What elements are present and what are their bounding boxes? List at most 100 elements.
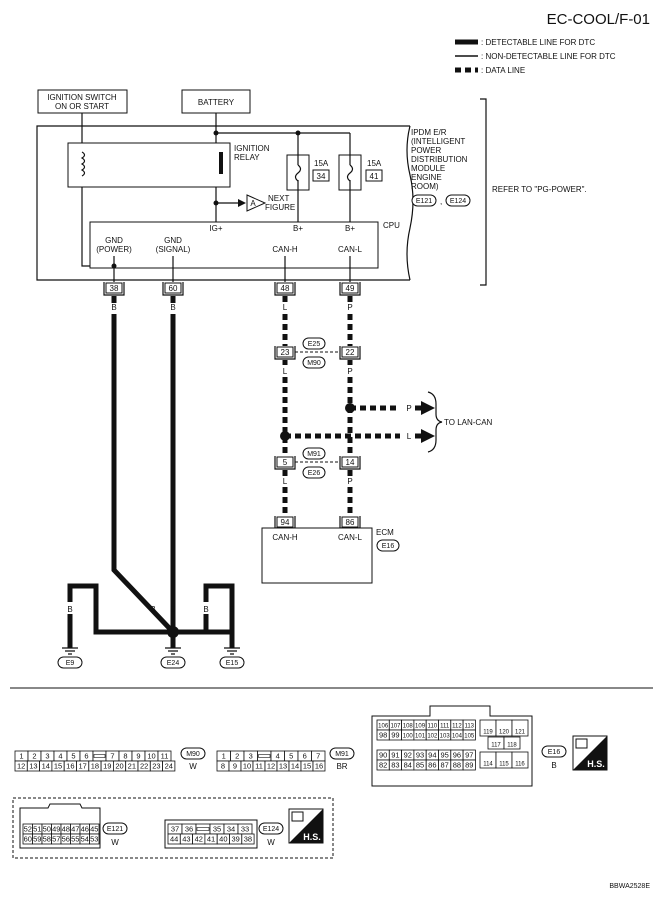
legend-non-detectable-label: : NON-DETECTABLE LINE FOR DTC <box>481 52 616 61</box>
fuse-34-number: 34 <box>317 172 326 181</box>
e121-color: W <box>111 838 119 847</box>
svg-text:48: 48 <box>281 284 290 293</box>
m91-pin-number: 13 <box>279 762 287 771</box>
e124-cavity <box>241 833 255 845</box>
ipdm-name-4: DISTRIBUTION <box>411 155 468 164</box>
m90-pin-number: 12 <box>17 762 25 771</box>
m91-pin-number: 7 <box>316 752 320 761</box>
e124-name-oval <box>258 822 284 835</box>
m90-pin-number: 4 <box>58 752 62 761</box>
e16-pin-number: 100 <box>403 734 414 740</box>
lan-can-brace <box>427 391 443 453</box>
page-title: EC-COOL/F-01 <box>547 11 650 28</box>
e16-cavity <box>462 729 476 741</box>
next-figure-label-2: FIGURE <box>265 203 295 212</box>
fuse-41-amp: 15A <box>367 159 382 168</box>
e16-pin-number: 99 <box>391 731 399 740</box>
conn-e26-oval <box>302 466 326 479</box>
m91-pin-number: 3 <box>249 752 253 761</box>
e16-pin-number: 93 <box>416 751 424 760</box>
e16-pin-number: 82 <box>379 761 387 770</box>
fuse-34-element <box>294 164 302 182</box>
e16-cavity <box>511 751 529 769</box>
lan-can-label: TO LAN-CAN <box>444 418 493 427</box>
gnd-power-label-1: GND <box>105 236 123 245</box>
ipdm-name-2: (INTELLIGENT <box>411 137 465 146</box>
e16-pin-number: 102 <box>427 734 438 740</box>
pin-60: 60 <box>162 282 184 296</box>
e16-pin-number: 120 <box>499 730 510 736</box>
e121-pin-number: 49 <box>52 825 60 834</box>
m91-pin-number: 9 <box>233 762 237 771</box>
m91-name: M91 <box>335 751 349 758</box>
cpu-bplus-1: B+ <box>293 224 303 233</box>
refer-text: REFER TO "PG-POWER". <box>492 185 587 194</box>
e16-pin-number: 117 <box>491 743 501 749</box>
m91-pin-number: 11 <box>255 762 263 771</box>
m91-pin-number: 6 <box>303 752 307 761</box>
e121-pin-number: 58 <box>43 835 51 844</box>
m90-pin-number: 11 <box>161 752 169 761</box>
junction-ground <box>167 626 179 638</box>
e121-name: E121 <box>107 826 123 833</box>
e121-pin-number: 45 <box>90 825 98 834</box>
legend-data-line-label: : DATA LINE <box>481 66 525 75</box>
fuse-34-number-box <box>312 169 330 182</box>
m91-pin-number: 5 <box>289 752 293 761</box>
e16-pin-number: 105 <box>464 734 475 740</box>
ground-e9-label: E9 <box>66 660 75 667</box>
next-figure-letter: A <box>250 199 256 208</box>
pin-48: 48 <box>274 282 296 296</box>
e16-pin-number: 112 <box>452 724 462 730</box>
e16-pin-number: 108 <box>403 724 414 730</box>
e16-cavity <box>462 759 476 771</box>
m90-pin-number: 19 <box>103 762 111 771</box>
e16-pin-number: 116 <box>515 762 525 768</box>
wire-cpu-outputs <box>113 256 351 282</box>
wire-label-22: P <box>347 367 352 376</box>
wire-label-g2a: B <box>150 605 155 614</box>
wire-label-5: L <box>283 477 288 486</box>
ecm-conn-oval <box>376 539 400 552</box>
m90-pin-number: 14 <box>42 762 50 771</box>
cpu-ig-label: IG+ <box>209 224 222 233</box>
wire-gnd-power <box>111 296 175 634</box>
cpu-label: CPU <box>383 221 400 230</box>
arrow-lan-can-p <box>421 401 435 415</box>
e16-pin-number: 84 <box>404 761 412 770</box>
e124-pin-number: 35 <box>213 825 221 834</box>
m91-pin-number: 10 <box>243 762 251 771</box>
m91-pin-number: 8 <box>221 762 225 771</box>
e124-name: E124 <box>263 826 279 833</box>
m90-pin-number: 13 <box>29 762 37 771</box>
ipdm-name-1: IPDM E/R <box>411 128 447 137</box>
e121-pin-number: 50 <box>43 825 51 834</box>
conn-m90-oval <box>302 356 326 369</box>
wire-label-lan-l: L <box>407 432 412 441</box>
gnd-power-label-2: (POWER) <box>96 245 132 254</box>
m90-pin-number: 9 <box>136 752 140 761</box>
conn-m90: M90 <box>307 360 321 367</box>
m90-pin-number: 16 <box>66 762 74 771</box>
hs-badge-e124: H.S. <box>288 808 324 844</box>
conn-m91: M91 <box>307 451 321 458</box>
m91-pin-number: 14 <box>291 762 299 771</box>
m91-cavity <box>312 760 326 772</box>
ipdm-name-5: MODULE <box>411 164 445 173</box>
e121-pin-number: 59 <box>33 835 41 844</box>
e16-pin-number: 86 <box>428 761 436 770</box>
svg-text:38: 38 <box>110 284 119 293</box>
cpu-canh-label: CAN-H <box>272 245 298 254</box>
e16-pin-number: 103 <box>440 734 451 740</box>
svg-text:49: 49 <box>346 284 355 293</box>
svg-text:86: 86 <box>346 518 355 527</box>
ignition-relay-box <box>67 142 231 188</box>
e16-pin-number: 101 <box>415 734 426 740</box>
next-figure-triangle <box>246 194 267 212</box>
m90-pin-number: 17 <box>78 762 86 771</box>
relay-label-2: RELAY <box>234 153 260 162</box>
wire-label-48: L <box>283 303 288 312</box>
